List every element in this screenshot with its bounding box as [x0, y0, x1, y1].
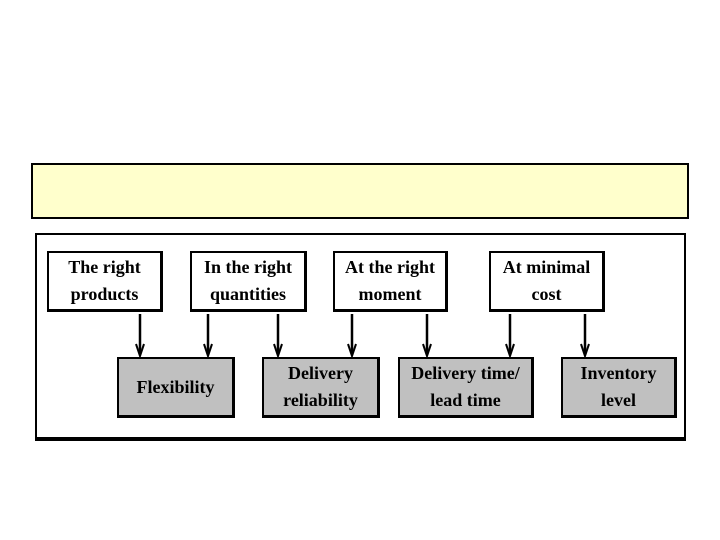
box-text-line: moment — [358, 284, 422, 304]
performance-box-inventory-level: Inventory level — [561, 357, 677, 418]
box-text-line: The right — [68, 257, 141, 277]
box-text-line: products — [70, 284, 139, 304]
box-text-line: cost — [531, 284, 562, 304]
box-text-line: Inventory — [580, 363, 657, 383]
box-text-line: lead time — [430, 390, 501, 410]
performance-box-flexibility: Flexibility — [117, 357, 235, 418]
criteria-box-right-moment: At the right moment — [333, 251, 448, 312]
performance-box-delivery-reliability: Delivery reliability — [262, 357, 380, 418]
box-text-line: At minimal — [502, 257, 591, 277]
box-text-line: reliability — [283, 390, 358, 410]
box-text-line: In the right — [203, 257, 292, 277]
box-text-line: Flexibility — [136, 376, 215, 397]
box-text-line: quantities — [209, 284, 287, 304]
box-text-line: Delivery — [288, 363, 353, 383]
box-text-line: At the right — [345, 257, 435, 277]
criteria-box-right-quantities: In the right quantities — [190, 251, 307, 312]
box-text-line: Delivery time/ — [411, 363, 520, 383]
title-placeholder — [31, 163, 689, 219]
criteria-box-minimal-cost: At minimal cost — [489, 251, 605, 312]
criteria-box-right-products: The right products — [47, 251, 163, 312]
box-text-line: level — [601, 390, 636, 410]
performance-box-delivery-time: Delivery time/ lead time — [398, 357, 534, 418]
